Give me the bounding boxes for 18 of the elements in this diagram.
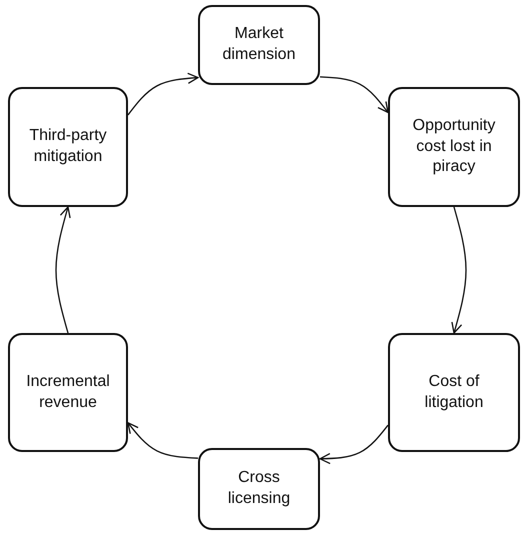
curved-arrow <box>55 206 71 334</box>
rounded-box <box>8 87 128 207</box>
box-label: Market dimension <box>222 24 296 65</box>
box-label: Incremental revenue <box>25 372 111 412</box>
rounded-box <box>388 87 520 207</box>
rounded-box <box>388 333 520 452</box>
curved-arrow <box>451 206 467 334</box>
curved-arrow <box>127 422 198 459</box>
rounded-box <box>8 333 128 452</box>
curved-arrow <box>127 72 199 116</box>
curved-arrow <box>320 76 389 114</box>
curved-arrow <box>319 424 389 464</box>
box-label: Opportunity cost lost in piracy <box>412 116 496 178</box>
box-label: Cross licensing <box>226 468 292 509</box>
rounded-box <box>198 5 320 85</box>
box-label: Third-party mitigation <box>28 126 108 167</box>
rounded-box <box>198 448 320 530</box>
box-label: Cost of litigation <box>424 372 484 412</box>
